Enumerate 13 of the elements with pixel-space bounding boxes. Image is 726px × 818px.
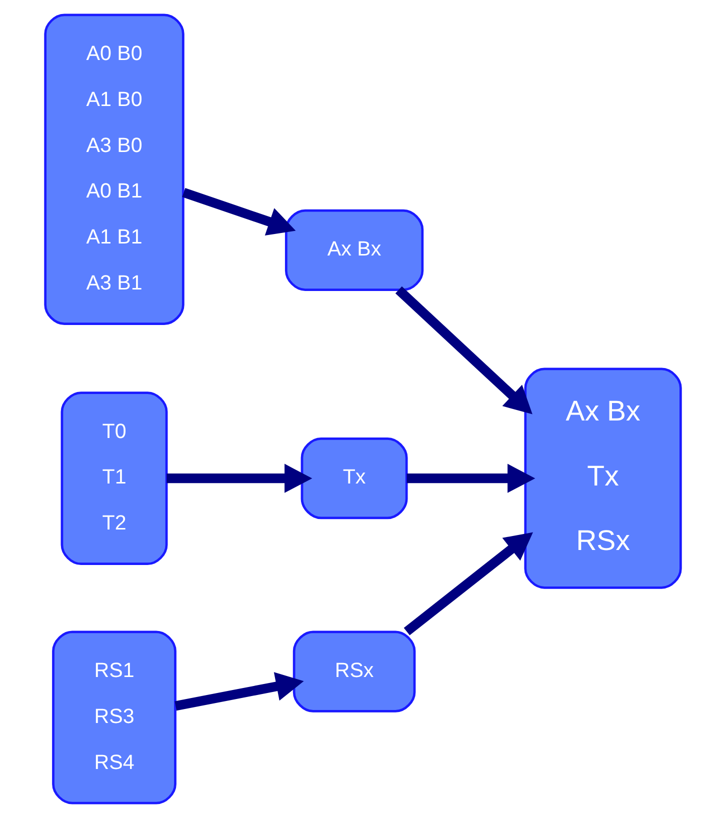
node-box: RSx (292, 630, 416, 712)
node-box: Ax Bx Tx RSx (524, 368, 682, 589)
arrow (404, 532, 533, 636)
arrow (182, 188, 296, 236)
node-box: T0 T1 T2 (60, 392, 168, 566)
arrow (166, 464, 312, 493)
node-box: Ax Bx (284, 209, 424, 291)
node-box: Tx (300, 438, 408, 520)
node-box: RS1 RS3 RS4 (52, 630, 176, 804)
arrow (395, 286, 532, 414)
node-box: A0 B0 A1 B0 A3 B0 A0 B1 A1 B1 A3 B1 (44, 14, 184, 326)
arrow (406, 464, 536, 493)
arrow (174, 672, 304, 711)
